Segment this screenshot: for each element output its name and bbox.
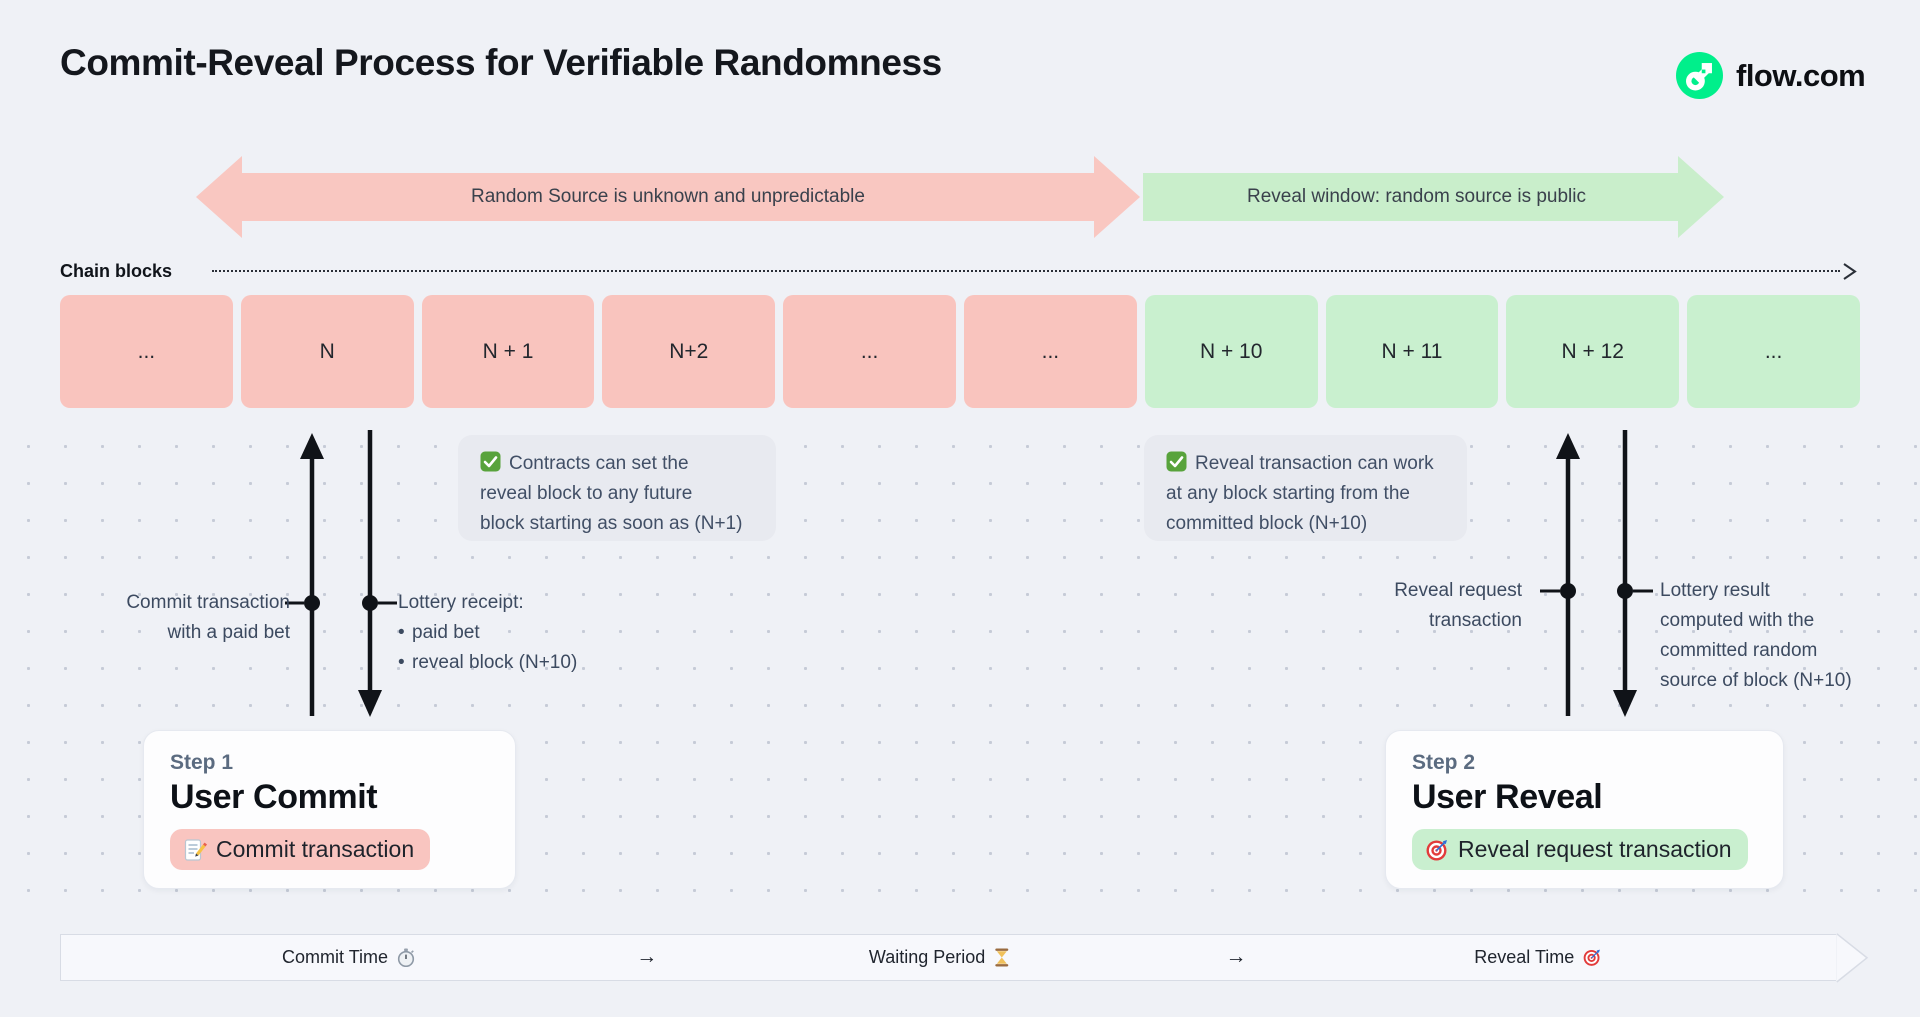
note-line: committed block (N+10) [1166, 513, 1368, 534]
target-icon [1425, 838, 1449, 862]
label-line: source of block (N+10) [1660, 670, 1852, 691]
commit-transaction-button: Commit transaction [170, 829, 431, 870]
timeline-bar: Commit Time → Waiting Period [60, 934, 1836, 981]
step1-card: Step 1 User Commit Commit transaction [143, 730, 516, 889]
commit-transaction-label: Commit transaction with a paid bet [80, 588, 290, 648]
label-line: Lottery result [1660, 580, 1770, 601]
arrow-right-glyph: → [636, 945, 658, 968]
button-label: Reveal request transaction [1458, 836, 1732, 862]
step2-card: Step 2 User Reveal Reveal request transa… [1385, 730, 1784, 889]
timeline-reveal-time: Reveal Time [1474, 935, 1601, 979]
label-line: computed with the [1660, 610, 1815, 631]
step-number: Step 2 [1412, 751, 1476, 774]
step-title: User Reveal [1412, 778, 1603, 816]
label-line: Reveal request [1394, 580, 1522, 601]
block-label: N + 11 [1381, 339, 1443, 363]
chain-block: N + 10 [1144, 295, 1318, 408]
memo-icon [183, 838, 207, 862]
hourglass-icon [993, 948, 1010, 967]
timeline-waiting-period: Waiting Period [869, 935, 1010, 979]
timeline-arrow: → [1226, 935, 1247, 979]
reveal-window-label: Reveal window: random source is public [1247, 186, 1586, 207]
chain-blocks-row: ... N N + 1 N+2 ... ... N + 10 N + 11 N … [60, 295, 1860, 408]
note-line: Contracts can set the [509, 453, 689, 474]
check-icon [480, 451, 501, 472]
brand-name: flow.com [1736, 57, 1866, 93]
chain-block: N+2 [602, 295, 776, 408]
lottery-result-label: Lottery result computed with the committ… [1660, 576, 1890, 696]
flow-logo-icon [1676, 52, 1723, 99]
label-line: with a paid bet [167, 622, 290, 643]
commit-note: Contracts can set the reveal block to an… [458, 435, 776, 541]
reveal-request-label: Reveal request transaction [1330, 576, 1522, 636]
block-label: N + 1 [482, 339, 534, 363]
chain-dotted-line [212, 270, 1840, 272]
unpredictable-phase-arrow [196, 156, 1140, 238]
step-number: Step 1 [170, 751, 234, 774]
lottery-receipt-bullets: paid bet reveal block (N+10) [398, 618, 577, 678]
block-label: N+2 [669, 339, 709, 363]
flow-brand: flow.com [1676, 52, 1866, 99]
block-label: ... [137, 339, 156, 363]
note-line: Reveal transaction can work [1195, 453, 1434, 474]
target-icon [1582, 948, 1601, 967]
label-line: Commit transaction [126, 592, 290, 613]
timeline-arrow: → [636, 935, 657, 979]
chain-arrowhead-icon [1842, 262, 1858, 281]
bullet-item: paid bet [398, 618, 577, 648]
chain-blocks-label: Chain blocks [60, 261, 173, 281]
page-title: Commit-Reveal Process for Verifiable Ran… [60, 42, 942, 83]
chain-block: ... [783, 295, 956, 408]
arrow-right-glyph: → [1225, 945, 1247, 968]
timeline-label: Commit Time [282, 946, 389, 967]
chain-block: ... [1687, 295, 1860, 408]
check-icon [1166, 451, 1187, 472]
label-line: transaction [1429, 610, 1522, 631]
timeline-label: Waiting Period [868, 946, 986, 967]
timeline-label: Reveal Time [1474, 946, 1575, 967]
bullet-item: reveal block (N+10) [398, 648, 577, 678]
chain-block: N + 1 [421, 295, 595, 408]
reveal-request-button: Reveal request transaction [1412, 829, 1748, 870]
chain-block: N [240, 295, 414, 408]
reveal-note: Reveal transaction can work at any block… [1144, 435, 1467, 541]
reveal-window-arrow [1143, 156, 1724, 238]
timeline-commit-time: Commit Time [282, 935, 415, 979]
button-label: Commit transaction [216, 836, 415, 862]
chain-block: N + 11 [1325, 295, 1499, 408]
phase-bands [196, 156, 1724, 238]
label-line: committed random [1660, 640, 1818, 661]
chain-block: N + 12 [1506, 295, 1680, 408]
chain-block: ... [963, 295, 1137, 408]
label-line: Lottery receipt: [398, 592, 524, 613]
block-label: ... [1764, 339, 1783, 363]
timeline-chevron-icon [1836, 933, 1870, 983]
block-label: N + 12 [1561, 339, 1624, 363]
step-title: User Commit [170, 778, 378, 816]
note-line: reveal block to any future [480, 483, 693, 504]
unpredictable-phase-label: Random Source is unknown and unpredictab… [471, 186, 865, 207]
note-line: block starting as soon as (N+1) [480, 513, 743, 534]
block-label: N [319, 339, 335, 363]
chain-block: ... [60, 295, 233, 408]
block-label: ... [860, 339, 879, 363]
lottery-receipt-label: Lottery receipt: paid bet reveal block (… [398, 588, 577, 678]
block-label: N + 10 [1199, 339, 1263, 363]
block-label: ... [1041, 339, 1060, 363]
stopwatch-icon [396, 948, 415, 967]
note-line: at any block starting from the [1166, 483, 1410, 504]
